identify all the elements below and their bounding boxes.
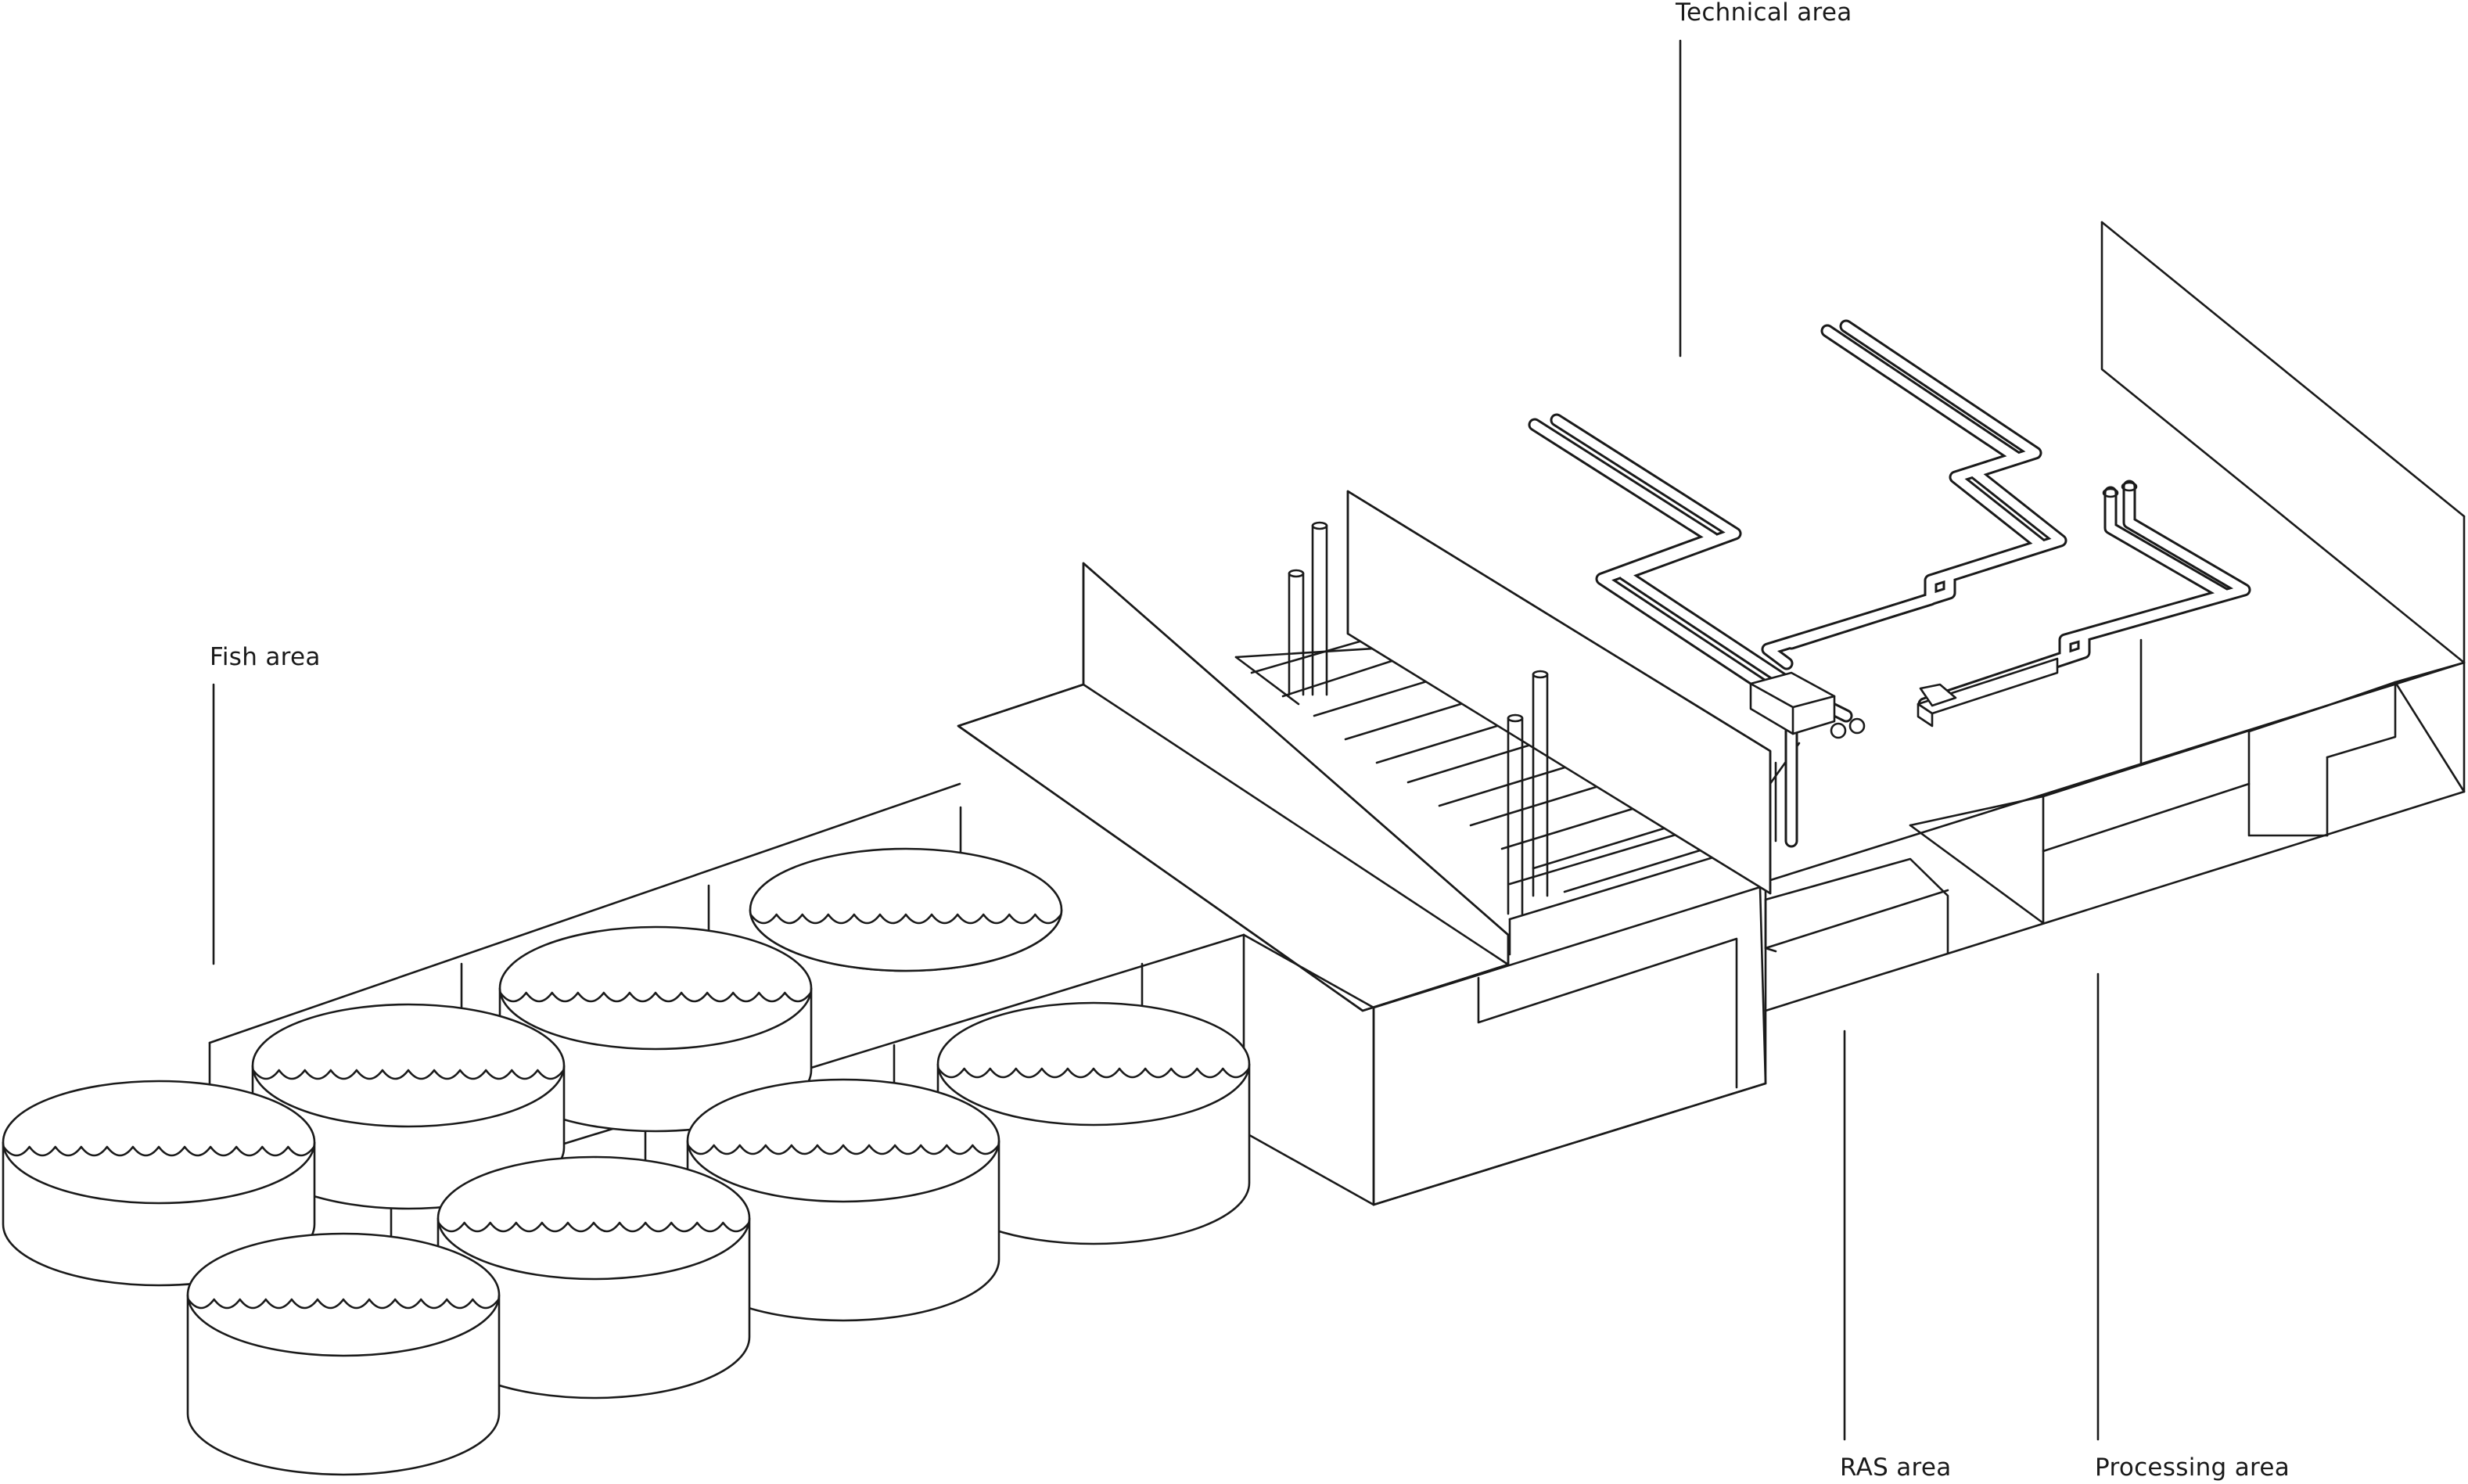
ras-area-label: RAS area xyxy=(1840,1453,1952,1482)
partition-wall-right xyxy=(1346,490,1772,895)
water-wave xyxy=(437,1221,750,1233)
fish-tank xyxy=(686,1078,1000,1322)
technical-area-label: Technical area xyxy=(1676,0,1852,27)
fish-tank xyxy=(436,1155,751,1400)
leader-lines xyxy=(212,39,2100,1441)
water-wave xyxy=(2,1145,315,1157)
processing-area-label: Processing area xyxy=(2095,1453,2290,1482)
water-wave xyxy=(252,1069,565,1080)
fish-area-label: Fish area xyxy=(210,643,321,671)
fish-tank xyxy=(498,925,813,1133)
standing-pipes xyxy=(1288,521,1549,915)
partition-wall-left xyxy=(957,562,1510,1012)
water-wave xyxy=(499,991,812,1003)
technical-floor xyxy=(1234,628,1762,893)
fish-tank xyxy=(749,847,1063,972)
water-wave xyxy=(749,913,1062,925)
fish-tanks xyxy=(2,847,1251,1476)
water-wave xyxy=(937,1067,1250,1079)
water-wave xyxy=(687,1144,1000,1155)
pipe-network xyxy=(1528,319,2251,848)
fish-tank xyxy=(186,1232,501,1476)
water-wave xyxy=(187,1298,500,1310)
water-waves xyxy=(2,913,1250,1310)
